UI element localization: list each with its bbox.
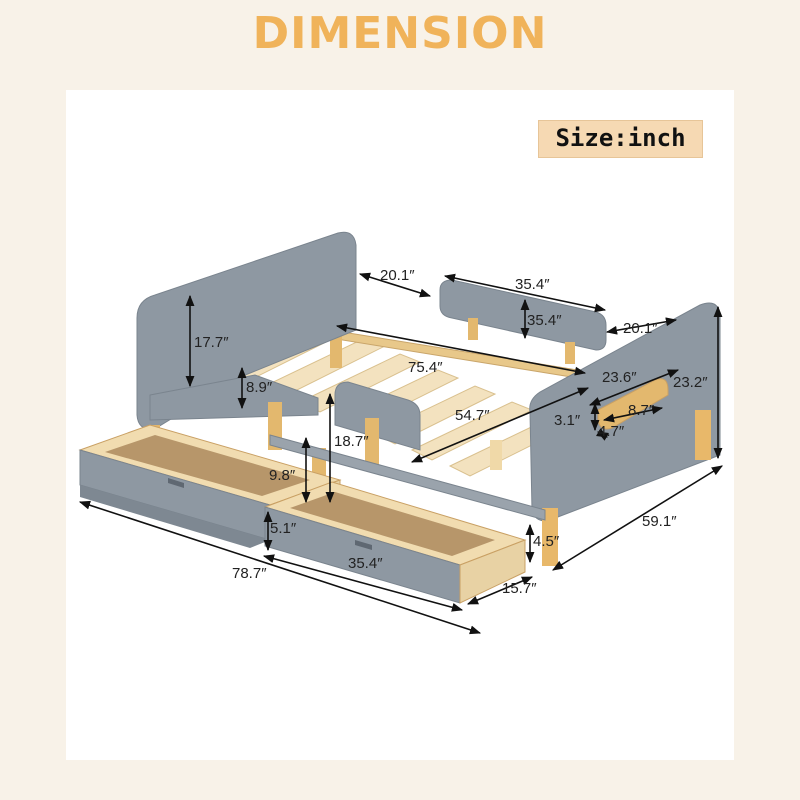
label-guard-height: 8.9″ — [246, 379, 273, 396]
label-drawer-height-total: 9.8″ — [269, 467, 296, 484]
label-side-rail-height: 35.4″ — [527, 312, 562, 329]
front-side-rail — [269, 434, 546, 521]
label-drawer-height: 5.1″ — [270, 520, 297, 537]
label-footboard-height: 23.2″ — [673, 374, 708, 391]
center-leg — [330, 336, 342, 368]
guard-leg-3 — [365, 418, 379, 468]
size-unit-badge: Size:inch — [538, 120, 703, 158]
label-footboard-top-width: 20.1″ — [623, 320, 658, 337]
footboard-leg-right — [695, 410, 711, 460]
label-handle-width: 8.7″ — [628, 402, 655, 419]
label-drawer-length: 35.4″ — [348, 555, 383, 572]
label-drawer-leg-height: 4.5″ — [533, 533, 560, 550]
page-title: DIMENSION — [252, 8, 548, 59]
label-footboard-width: 23.6″ — [602, 369, 637, 386]
back-guard-leg-2 — [565, 342, 575, 364]
label-handle-height: 3.1″ — [554, 412, 581, 429]
label-overall-width: 59.1″ — [642, 513, 677, 530]
label-headboard-height: 17.7″ — [194, 334, 229, 351]
back-guard-leg-1 — [468, 318, 478, 340]
label-handle-depth: 4.7″ — [598, 423, 625, 440]
label-bed-length-inner: 75.4″ — [408, 359, 443, 376]
dimension-lines — [78, 272, 723, 635]
label-rail-leg-height: 18.7″ — [334, 433, 369, 450]
size-unit-label: Size:inch — [555, 124, 686, 152]
label-side-rail-width: 35.4″ — [515, 276, 550, 293]
center-leg-2 — [490, 440, 502, 470]
label-overall-length: 78.7″ — [232, 565, 267, 582]
label-bed-width-inner: 54.7″ — [455, 407, 490, 424]
label-headboard-top-width: 20.1″ — [380, 267, 415, 284]
label-drawer-depth: 15.7″ — [502, 580, 537, 597]
